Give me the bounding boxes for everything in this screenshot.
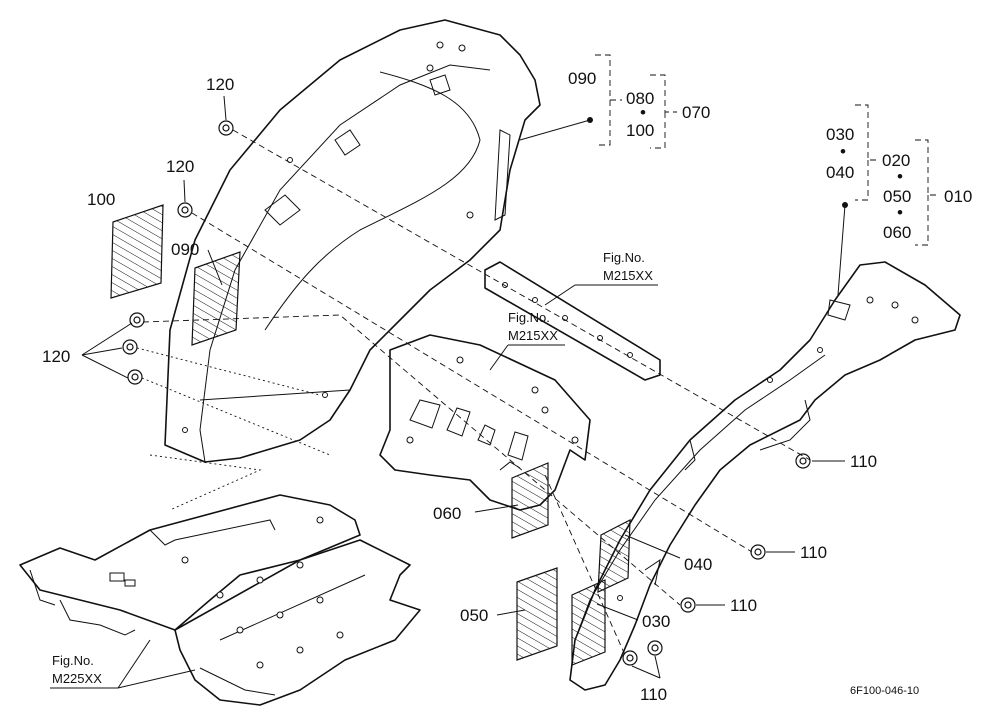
bolt-120-lower-3: [127, 369, 143, 385]
bolt-120-lower-2: [122, 339, 138, 355]
drawing-code: 6F100-046-10: [850, 685, 919, 697]
label-dot-1: •: [640, 103, 646, 122]
label-050: 050: [460, 606, 488, 625]
label-040-group: 040: [826, 163, 854, 182]
decal-030: [571, 579, 606, 666]
bolt-110-3: [680, 597, 696, 613]
label-dot-4: •: [897, 203, 903, 222]
label-060-group: 060: [883, 223, 911, 242]
figref-1-code: M215XX: [603, 268, 653, 283]
label-020: 020: [882, 151, 910, 170]
label-110-4: 110: [640, 685, 667, 704]
label-110-1: 110: [850, 452, 877, 471]
label-030: 030: [642, 612, 670, 631]
bolts: [122, 120, 811, 666]
label-120-mid: 120: [166, 157, 194, 176]
bracket-groups: [595, 54, 940, 246]
figref-3-code: M225XX: [52, 671, 102, 686]
label-040: 040: [684, 555, 712, 574]
alignment-lines: [136, 129, 811, 656]
label-010: 010: [944, 187, 972, 206]
floor-frame: [19, 494, 421, 706]
figref-3-title: Fig.No.: [52, 653, 94, 668]
label-110-3: 110: [730, 596, 757, 615]
label-050-group: 050: [883, 187, 911, 206]
bolt-110-1: [795, 453, 811, 469]
decal-050: [516, 567, 558, 661]
figref-1-title: Fig.No.: [603, 250, 645, 265]
bolt-120-mid: [177, 202, 193, 218]
label-070: 070: [682, 103, 710, 122]
label-100-group: 100: [626, 121, 654, 140]
figure-references: Fig.No. M215XX Fig.No. M215XX Fig.No. M2…: [52, 250, 653, 686]
bolt-110-2: [750, 544, 766, 560]
upper-bracket: [484, 261, 661, 381]
part-labels: 120 120 120 100 090 090 080 • 100 070 03…: [42, 69, 972, 704]
label-120-top: 120: [206, 75, 234, 94]
figref-2-code: M215XX: [508, 328, 558, 343]
leader-lines: [50, 95, 848, 689]
decal-090: [191, 251, 241, 346]
right-fender: [569, 261, 961, 691]
bolt-120-lower-1: [129, 312, 145, 328]
bolt-110-4b: [647, 640, 663, 656]
label-060: 060: [433, 504, 461, 523]
label-080: 080: [626, 89, 654, 108]
label-dot-3: •: [897, 167, 903, 186]
bolt-120-top: [218, 120, 234, 136]
decal-040: [597, 518, 631, 593]
center-panel: [379, 334, 591, 539]
label-120-lower: 120: [42, 347, 70, 366]
label-100-left: 100: [87, 190, 115, 209]
label-030-group: 030: [826, 125, 854, 144]
label-dot-2: •: [840, 142, 846, 161]
figref-2-title: Fig.No.: [508, 310, 550, 325]
label-090-left: 090: [171, 240, 199, 259]
bolt-110-4a: [622, 650, 638, 666]
decal-100: [110, 204, 164, 299]
label-090-group: 090: [568, 69, 596, 88]
label-110-2: 110: [800, 543, 827, 562]
decal-060: [511, 462, 549, 539]
